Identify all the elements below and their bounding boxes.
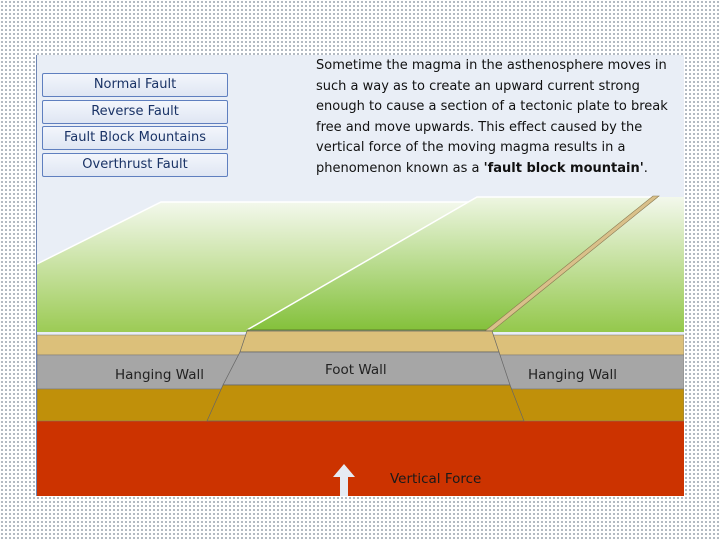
foot-wall-label: Foot Wall	[325, 362, 387, 378]
left-sand-layer	[37, 334, 248, 356]
vertical-force-label: Vertical Force	[390, 471, 482, 487]
left-block-surface	[37, 202, 477, 332]
fault-block-mountains-button[interactable]: Fault Block Mountains	[42, 126, 228, 150]
hanging-wall-left-block	[37, 201, 477, 422]
description-text: Sometime the magma in the asthenosphere …	[316, 56, 676, 179]
hanging-wall-right-label: Hanging Wall	[528, 367, 617, 383]
hanging-wall-right-block	[488, 197, 684, 422]
right-block-surface	[489, 197, 684, 332]
magma-layer	[37, 418, 684, 496]
overthrust-fault-button[interactable]: Overthrust Fault	[42, 152, 228, 177]
foot-wall-ochre-layer	[206, 384, 525, 422]
hanging-wall-left-label: Hanging Wall	[115, 367, 204, 383]
foot-wall-sand-layer	[239, 330, 500, 353]
normal-fault-button[interactable]: Normal Fault	[42, 73, 228, 97]
description-body: Sometime the magma in the asthenosphere …	[316, 58, 668, 176]
fault-block-scene	[37, 195, 684, 496]
description-emphasis: 'fault block mountain'	[483, 160, 644, 176]
fault-type-menu: Normal Fault Reverse Fault Fault Block M…	[42, 73, 228, 179]
description-end: .	[643, 160, 648, 176]
up-arrow-icon	[333, 464, 355, 496]
reverse-fault-button[interactable]: Reverse Fault	[42, 99, 228, 124]
foot-wall-block	[206, 195, 660, 422]
left-ochre-layer	[37, 388, 225, 422]
right-ochre-layer	[509, 388, 684, 422]
diagram-panel: Normal Fault Reverse Fault Fault Block M…	[36, 55, 684, 496]
right-sand-layer	[488, 334, 684, 356]
foot-wall-surface	[247, 197, 659, 330]
